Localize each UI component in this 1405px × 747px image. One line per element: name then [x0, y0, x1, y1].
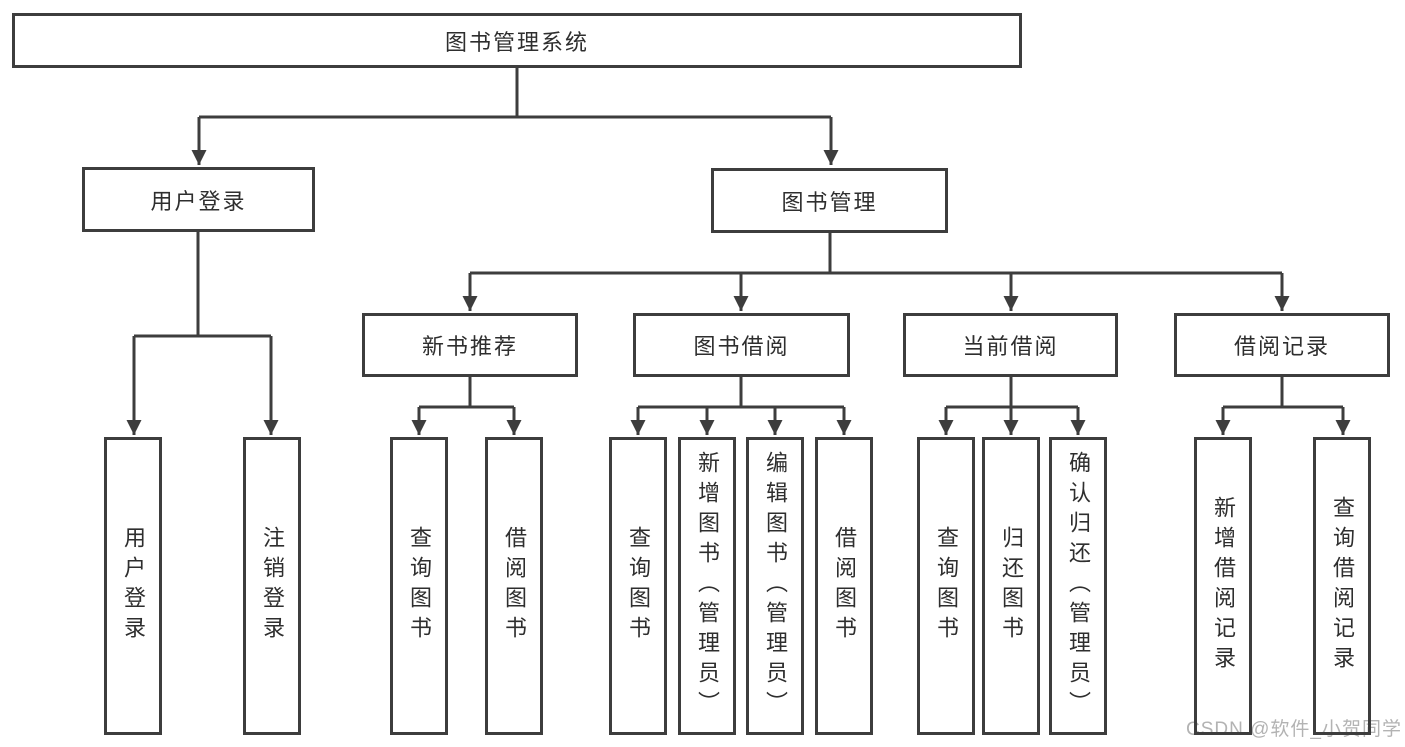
leaf-label: 编辑图书（管理员） [763, 451, 788, 721]
node-root-library-system: 图书管理系统 [12, 13, 1022, 68]
connector-user-login-branch [134, 232, 271, 338]
node-leaf-add-books-admin: 新增图书（管理员） [678, 437, 736, 735]
leaf-label: 新增借阅记录 [1211, 496, 1236, 676]
node-leaf-query-books-current: 查询图书 [917, 437, 975, 735]
leaf-label: 查询图书 [934, 526, 959, 646]
node-leaf-logout: 注销登录 [243, 437, 301, 735]
node-leaf-query-borrow-record: 查询借阅记录 [1313, 437, 1371, 735]
leaf-label: 借阅图书 [832, 526, 857, 646]
leaf-label: 借阅图书 [502, 526, 527, 646]
node-borrow-record: 借阅记录 [1174, 313, 1390, 377]
node-new-book-recommend: 新书推荐 [362, 313, 578, 377]
connector-borrow-branch [638, 377, 844, 409]
leaf-label: 新增图书（管理员） [695, 451, 720, 721]
connector-book-management-branch [470, 233, 1282, 275]
node-leaf-return-books: 归还图书 [982, 437, 1040, 735]
leaf-label: 查询图书 [407, 526, 432, 646]
csdn-watermark: CSDN @软件_小贺同学 [1186, 719, 1402, 740]
node-leaf-add-borrow-record: 新增借阅记录 [1194, 437, 1252, 735]
leaf-label: 确认归还（管理员） [1066, 451, 1091, 721]
leaf-label: 注销登录 [260, 526, 285, 646]
node-leaf-query-books-recommend: 查询图书 [390, 437, 448, 735]
leaf-label: 查询借阅记录 [1330, 496, 1355, 676]
node-current-borrow: 当前借阅 [903, 313, 1118, 377]
connector-root-branch [199, 68, 831, 119]
node-leaf-borrow-books-recommend: 借阅图书 [485, 437, 543, 735]
leaf-label: 用户登录 [121, 526, 146, 646]
node-leaf-query-books-borrow: 查询图书 [609, 437, 667, 735]
node-book-management: 图书管理 [711, 168, 948, 233]
leaf-label: 归还图书 [999, 526, 1024, 646]
node-leaf-user-login: 用户登录 [104, 437, 162, 735]
node-user-login: 用户登录 [82, 167, 315, 232]
node-leaf-edit-books-admin: 编辑图书（管理员） [746, 437, 804, 735]
connector-record-branch [1223, 377, 1343, 409]
node-leaf-confirm-return-admin: 确认归还（管理员） [1049, 437, 1107, 735]
leaf-label: 查询图书 [626, 526, 651, 646]
connector-current-branch [946, 377, 1078, 409]
node-book-borrow: 图书借阅 [633, 313, 850, 377]
connector-recommend-branch [419, 377, 514, 409]
node-leaf-borrow-books: 借阅图书 [815, 437, 873, 735]
